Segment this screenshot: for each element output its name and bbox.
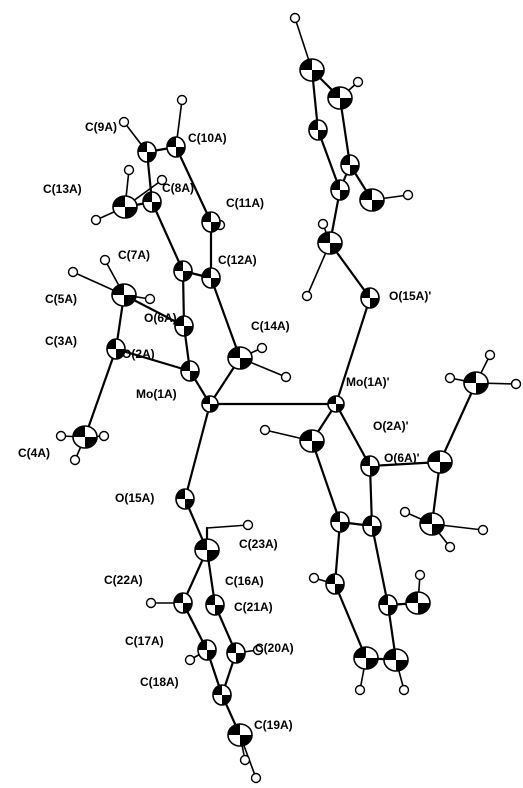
label-c9a: C(9A) (85, 120, 117, 134)
label-c16a: C(16A) (225, 574, 264, 588)
atom-labels: C(9A) C(10A) C(13A) C(8A) C(11A) C(7A) C… (18, 120, 431, 732)
label-c14a: C(14A) (251, 319, 290, 333)
label-c13a: C(13A) (43, 182, 82, 196)
label-o15a-prime: O(15A)' (389, 289, 431, 303)
hydrogen-atoms (55, 12, 522, 784)
label-c12a: C(12A) (218, 253, 257, 267)
label-c7a: C(7A) (118, 248, 150, 262)
label-c23a: C(23A) (239, 537, 278, 551)
label-c21a: C(21A) (234, 600, 273, 614)
label-c22a: C(22A) (104, 573, 143, 587)
label-o2a: O(2A) (122, 347, 155, 361)
label-c17a: C(17A) (125, 634, 164, 648)
label-c5a: C(5A) (45, 292, 77, 306)
label-mo1a: Mo(1A) (136, 387, 177, 401)
label-o6a-prime: O(6A)' (384, 451, 420, 465)
label-o15a: O(15A) (115, 491, 154, 505)
label-mo1a-prime: Mo(1A)' (346, 375, 390, 389)
label-c11a: C(11A) (226, 196, 264, 210)
label-c8a: C(8A) (162, 181, 194, 195)
label-c19a: C(19A) (254, 718, 293, 732)
label-o6a: O(6A) (144, 311, 177, 325)
hydrogen-bonds (60, 17, 517, 779)
label-c3a: C(3A) (45, 334, 77, 348)
label-c20a: C(20A) (255, 641, 294, 655)
label-o2a-prime: O(2A)' (373, 419, 409, 433)
label-c10a: C(10A) (188, 131, 227, 145)
label-c18a: C(18A) (140, 675, 179, 689)
label-c4a: C(4A) (18, 446, 50, 460)
